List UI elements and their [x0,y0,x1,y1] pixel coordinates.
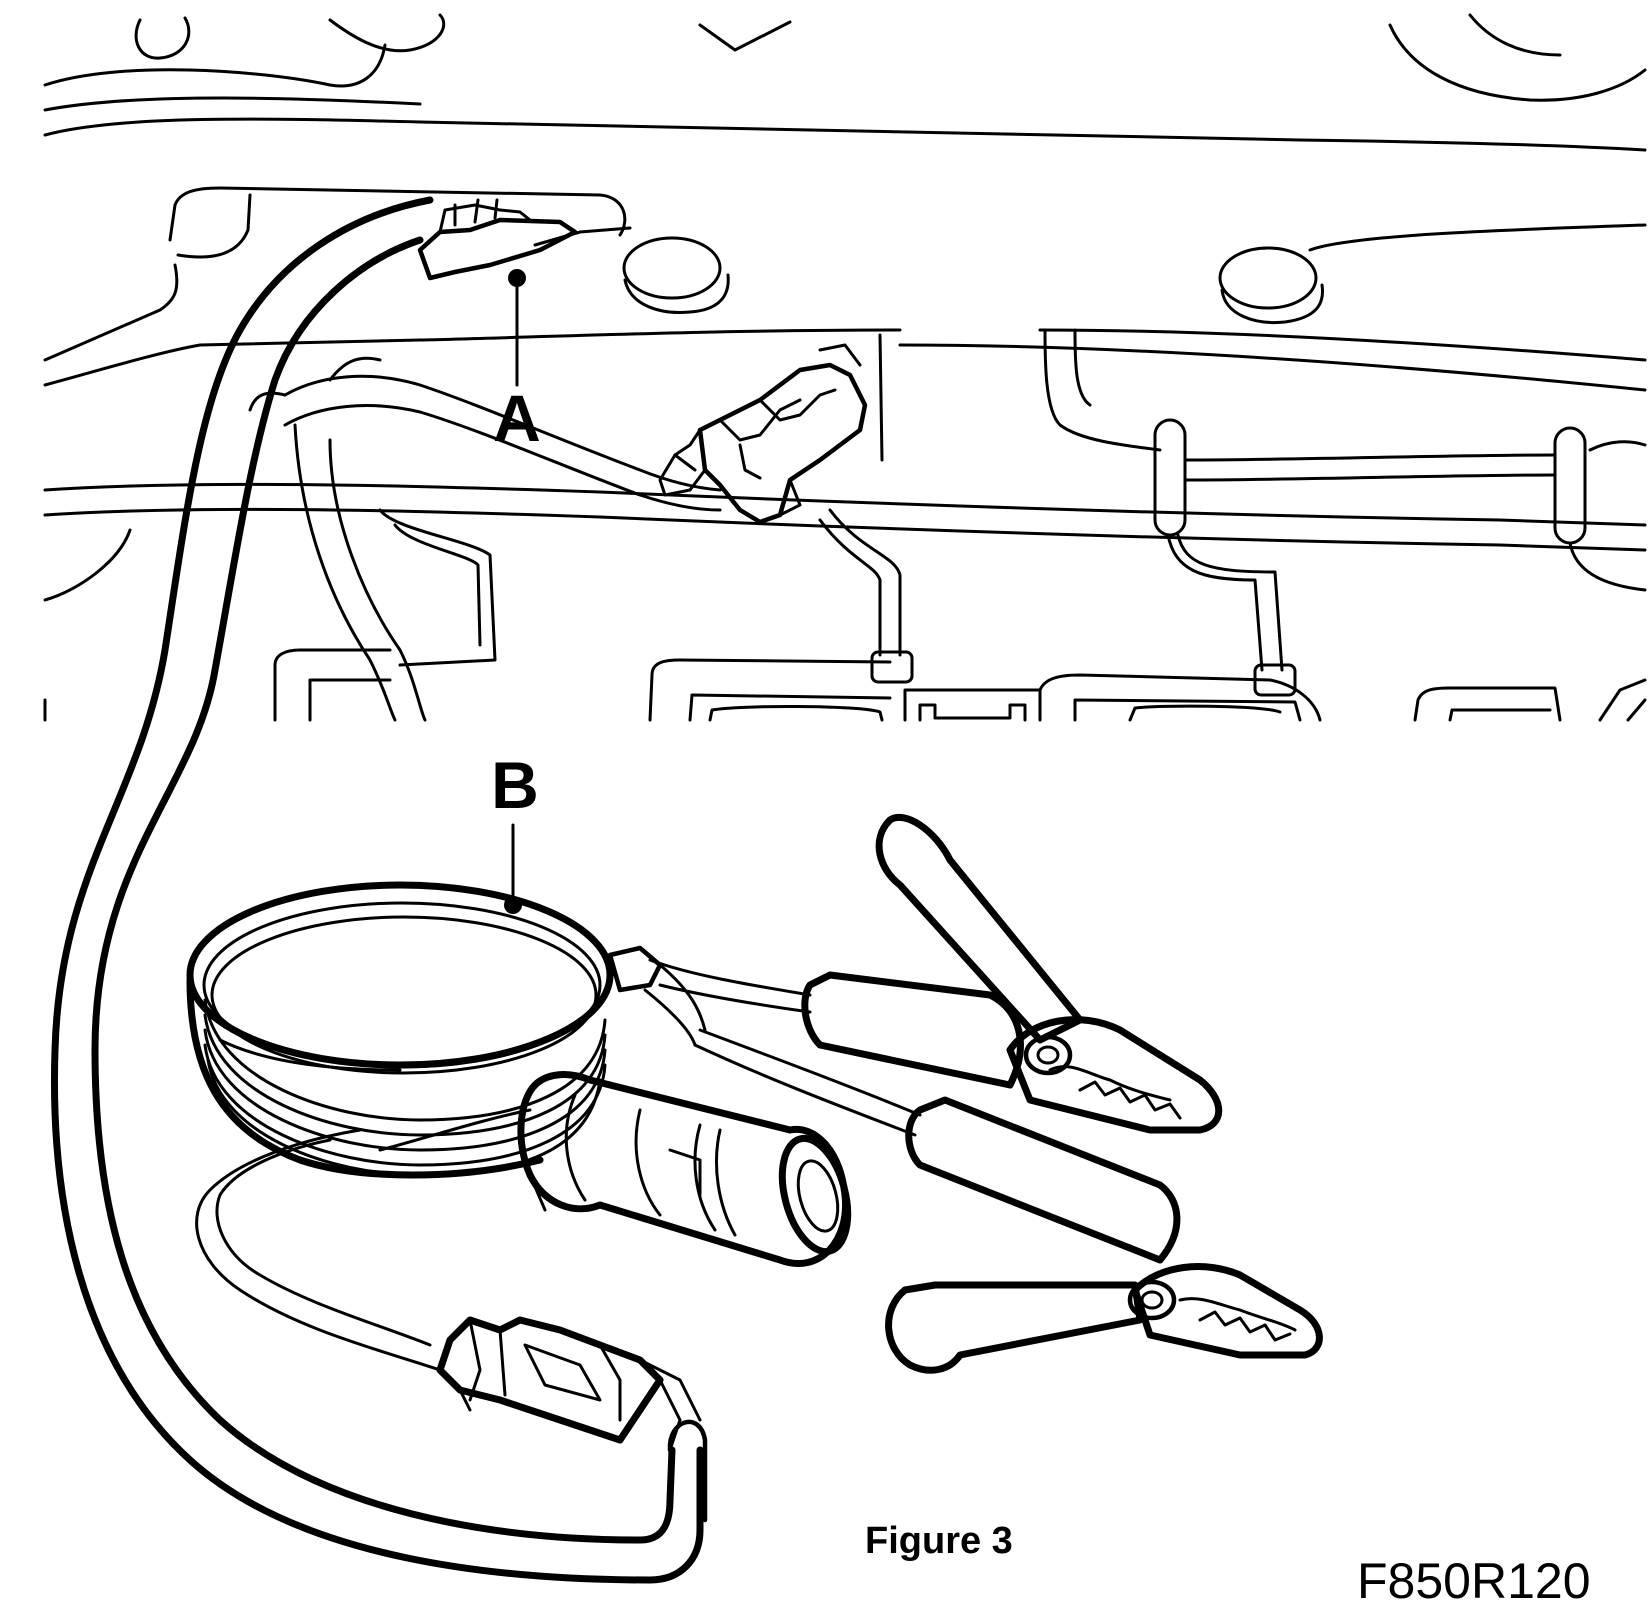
alligator-clamp-upper [648,813,1223,1134]
cable-connector [195,1128,702,1452]
callout-b: B [491,748,539,914]
connector-a [658,343,868,525]
test-cable [51,196,708,1584]
engine-background [43,13,1647,722]
callout-a-label: A [493,381,541,455]
callout-a: A [493,269,541,455]
figure-caption: Figure 3 [865,1520,1013,1562]
engine-harness [248,356,722,722]
alligator-clamp-lower [693,1028,1323,1374]
cigarette-lighter-plug [378,1071,852,1268]
figure-code: F850R120 [1357,1553,1591,1609]
callout-b-dot [504,896,522,914]
callout-a-dot [508,269,526,287]
callout-b-label: B [491,748,539,822]
